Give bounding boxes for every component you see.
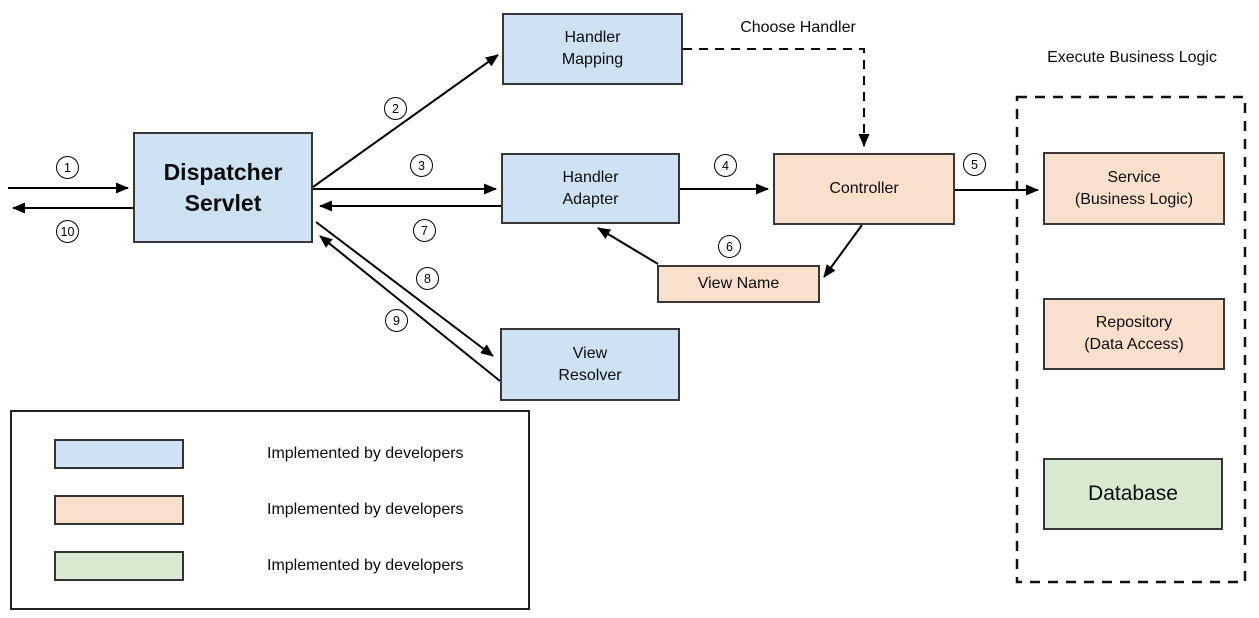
arrow-controller-to-view-name (823, 224, 863, 278)
node-controller: Controller (773, 153, 955, 225)
node-label: (Data Access) (1084, 336, 1184, 353)
choose-handler-dashed-arrow (683, 48, 870, 147)
step-badge-5: 5 (963, 153, 986, 176)
node-label: Repository (1095, 314, 1173, 331)
node-label: Resolver (558, 366, 622, 384)
node-handler-mapping: Handler Mapping (502, 13, 683, 85)
step-badge-7: 7 (413, 219, 436, 242)
node-database: Database (1043, 458, 1223, 530)
legend-row: Implemented by developers (12, 439, 528, 469)
step-badge-3: 3 (410, 154, 433, 177)
node-service: Service (Business Logic) (1043, 152, 1225, 225)
node-repository: Repository (Data Access) (1043, 298, 1225, 370)
step-badge-8: 8 (416, 267, 439, 290)
node-label: Controller (829, 180, 899, 197)
node-label: Database (1088, 482, 1178, 505)
legend-label: Implemented by developers (267, 557, 464, 574)
choose-handler-label: Choose Handler (740, 19, 856, 36)
node-dispatcher-servlet: Dispatcher Servlet (133, 132, 313, 243)
legend-row: Implemented by developers (12, 551, 528, 581)
step-badge-2: 2 (384, 97, 407, 120)
node-label: View (572, 344, 608, 362)
arrow-step-2 (312, 54, 499, 188)
node-label: Dispatcher (163, 158, 283, 185)
node-label: View Name (697, 275, 780, 292)
node-label: Handler (564, 29, 621, 46)
node-label: Adapter (562, 190, 619, 208)
node-label: Handler (562, 168, 619, 186)
legend-swatch-peach (54, 495, 184, 525)
node-label: Mapping (561, 51, 624, 68)
node-label: (Business Logic) (1074, 190, 1194, 208)
legend-label: Implemented by developers (267, 501, 464, 518)
node-label: Servlet (184, 189, 262, 216)
execute-business-logic-label: Execute Business Logic (1047, 49, 1217, 66)
legend-swatch-blue (54, 439, 184, 469)
step-badge-10: 10 (56, 220, 79, 243)
legend-label: Implemented by developers (267, 445, 464, 462)
step-badge-9: 9 (385, 309, 408, 332)
business-logic-dashed-container (1015, 95, 1247, 584)
legend-row: Implemented by developers (12, 495, 528, 525)
node-view-name: View Name (657, 265, 820, 303)
node-label: Service (1107, 168, 1161, 186)
node-handler-adapter: Handler Adapter (501, 153, 680, 224)
step-badge-4: 4 (714, 154, 737, 177)
legend-swatch-green (54, 551, 184, 581)
legend-box: Implemented by developers Implemented by… (10, 410, 530, 610)
arrow-step-6 (597, 227, 659, 265)
step-badge-1: 1 (56, 156, 79, 179)
step-badge-6: 6 (718, 235, 741, 258)
arrow-step-9 (319, 235, 501, 382)
node-view-resolver: View Resolver (500, 328, 680, 401)
arrow-step-8 (315, 221, 494, 357)
